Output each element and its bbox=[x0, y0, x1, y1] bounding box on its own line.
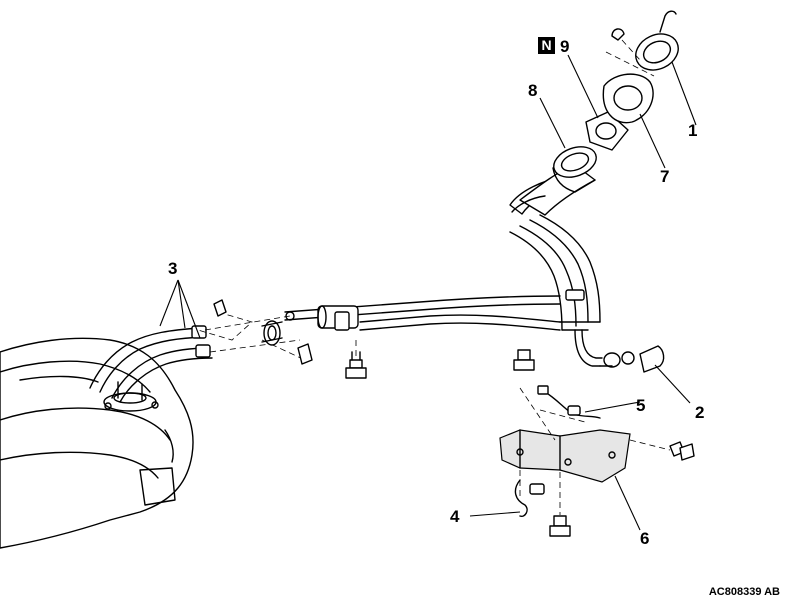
callout-6: 6 bbox=[640, 529, 650, 548]
sensor-5 bbox=[537, 385, 601, 419]
callout-9: 9 bbox=[560, 37, 570, 56]
callout-3: 3 bbox=[168, 259, 178, 278]
callout-8: 8 bbox=[528, 81, 538, 100]
callout-1: 1 bbox=[688, 121, 698, 140]
callout-4: 4 bbox=[450, 507, 460, 526]
hose-assembly-3 bbox=[89, 325, 213, 403]
fuel-cap-1 bbox=[605, 10, 679, 77]
bolt-bottom bbox=[549, 515, 571, 537]
callout-5: 5 bbox=[636, 396, 646, 415]
sensor-4 bbox=[514, 479, 545, 517]
bracket-6 bbox=[499, 387, 671, 515]
figure-code: AC808339 AB bbox=[708, 586, 780, 598]
filler-neck bbox=[509, 146, 603, 367]
callout-7: 7 bbox=[660, 167, 670, 186]
clips bbox=[213, 299, 313, 365]
alignment-lines-left bbox=[197, 311, 357, 372]
bolt-left bbox=[345, 351, 367, 379]
hose-2 bbox=[599, 345, 665, 373]
bolt-center bbox=[513, 349, 535, 371]
callout-2: 2 bbox=[695, 403, 705, 422]
filler-pipes bbox=[284, 295, 561, 331]
cap-ring-7 bbox=[602, 73, 654, 124]
leader-lines bbox=[159, 54, 697, 531]
n-badge: N bbox=[538, 37, 555, 54]
bolt-right bbox=[669, 441, 695, 461]
fuel-tank bbox=[0, 337, 194, 549]
